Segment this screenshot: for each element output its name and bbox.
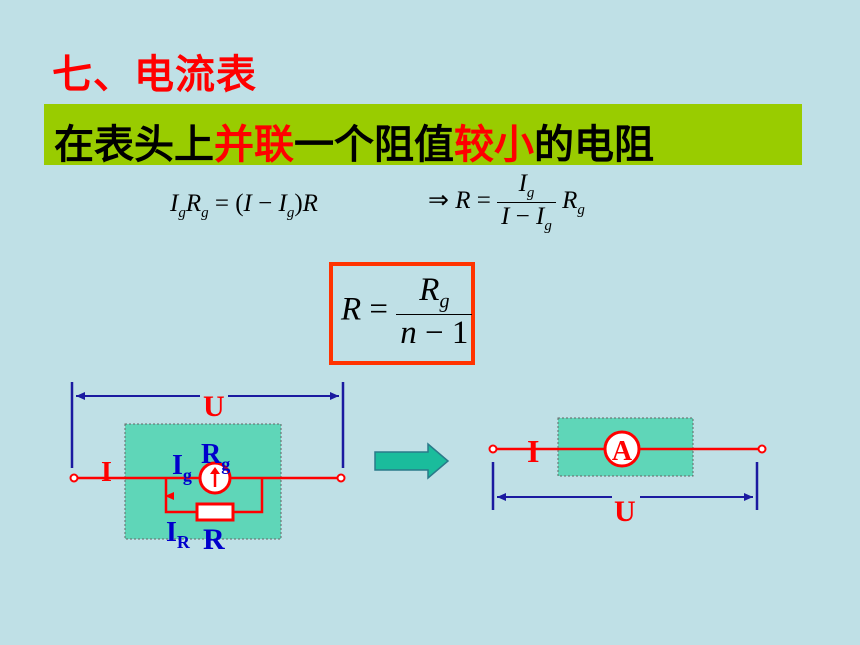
ammeter-circuit: I A U — [488, 417, 767, 528]
ammeter-terminal-right — [757, 444, 767, 454]
terminal-left — [69, 473, 79, 483]
ammeter-terminal-left — [488, 444, 498, 454]
ammeter-icon — [603, 430, 641, 468]
shunt-wire-right — [233, 478, 264, 514]
subtitle-part: 在表头上 — [54, 122, 214, 168]
transform-arrow-icon — [374, 442, 450, 480]
galvanometer-shunt-circuit: U I Ig Rg IR R — [69, 382, 346, 556]
ammeter-voltage-label: U — [614, 495, 636, 528]
meter-current-label: Ig — [172, 450, 192, 485]
subtitle-highlight-small: 较小 — [454, 122, 534, 168]
subtitle-part: 一个阻值 — [294, 122, 454, 168]
page-title: 七、电流表 — [52, 52, 257, 98]
subtitle-banner: 在表头上并联一个阻值较小的电阻 — [44, 104, 802, 168]
subtitle-highlight-parallel: 并联 — [214, 122, 294, 168]
formula-current-balance: IgRg = (I − Ig)R — [170, 190, 318, 221]
shunt-current-label: IR — [166, 517, 191, 552]
shunt-resistor-icon — [195, 502, 235, 522]
meter-resistance-label: Rg — [201, 439, 230, 474]
shunt-resistance-label: R — [203, 523, 225, 556]
subtitle-text: 在表头上并联一个阻值较小的电阻 — [54, 112, 654, 170]
current-label: I — [101, 457, 112, 488]
ammeter-symbol: A — [612, 436, 633, 467]
voltage-label: U — [203, 390, 225, 423]
ammeter-current-mark: I — [527, 433, 539, 469]
subtitle-part: 的电阻 — [534, 122, 654, 168]
terminal-right — [336, 473, 346, 483]
